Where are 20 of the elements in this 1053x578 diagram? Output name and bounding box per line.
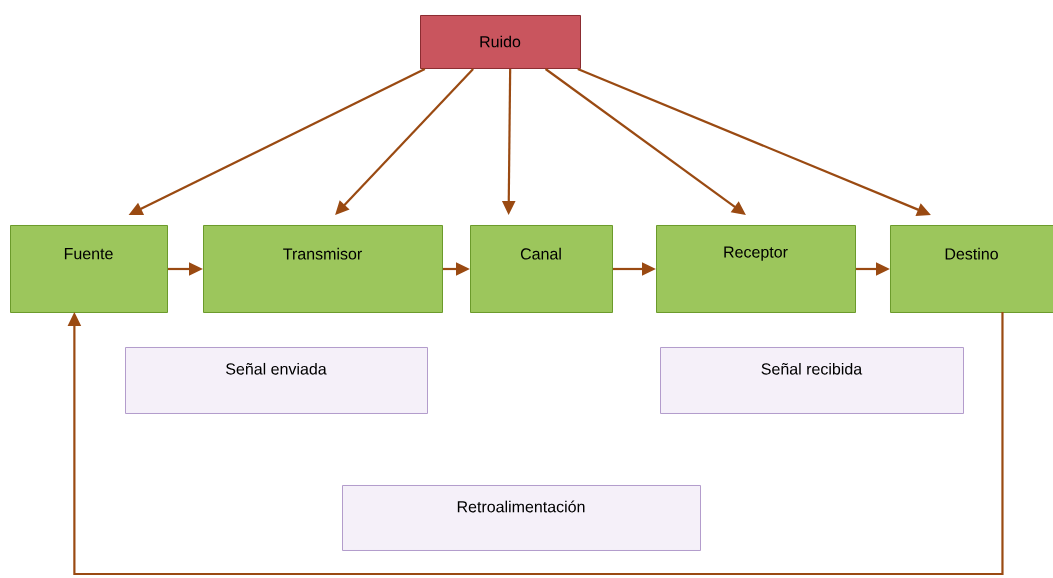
process-box (890, 225, 1053, 313)
process-box-text: Destino (945, 247, 998, 260)
noise-box-text: Ruido (480, 35, 521, 48)
arrow (335, 68, 474, 215)
process-box-text: Fuente (64, 248, 113, 260)
process-box-text: Transmisor (283, 247, 362, 260)
noise-box (420, 15, 581, 69)
arrow (67, 312, 1004, 576)
process-box (203, 225, 443, 313)
label-box-text: Señal recibida (761, 362, 863, 375)
label-box (125, 347, 428, 414)
label-box (342, 485, 701, 551)
process-box-text: Canal (520, 247, 561, 260)
process-box-text: Receptor (724, 246, 788, 261)
process-box (470, 225, 613, 313)
process-box (656, 225, 856, 313)
label-box (660, 347, 964, 414)
label-box-text: Señal enviada (226, 362, 327, 375)
process-box (10, 225, 168, 313)
label-box-text: Retroalimentación (457, 500, 585, 513)
